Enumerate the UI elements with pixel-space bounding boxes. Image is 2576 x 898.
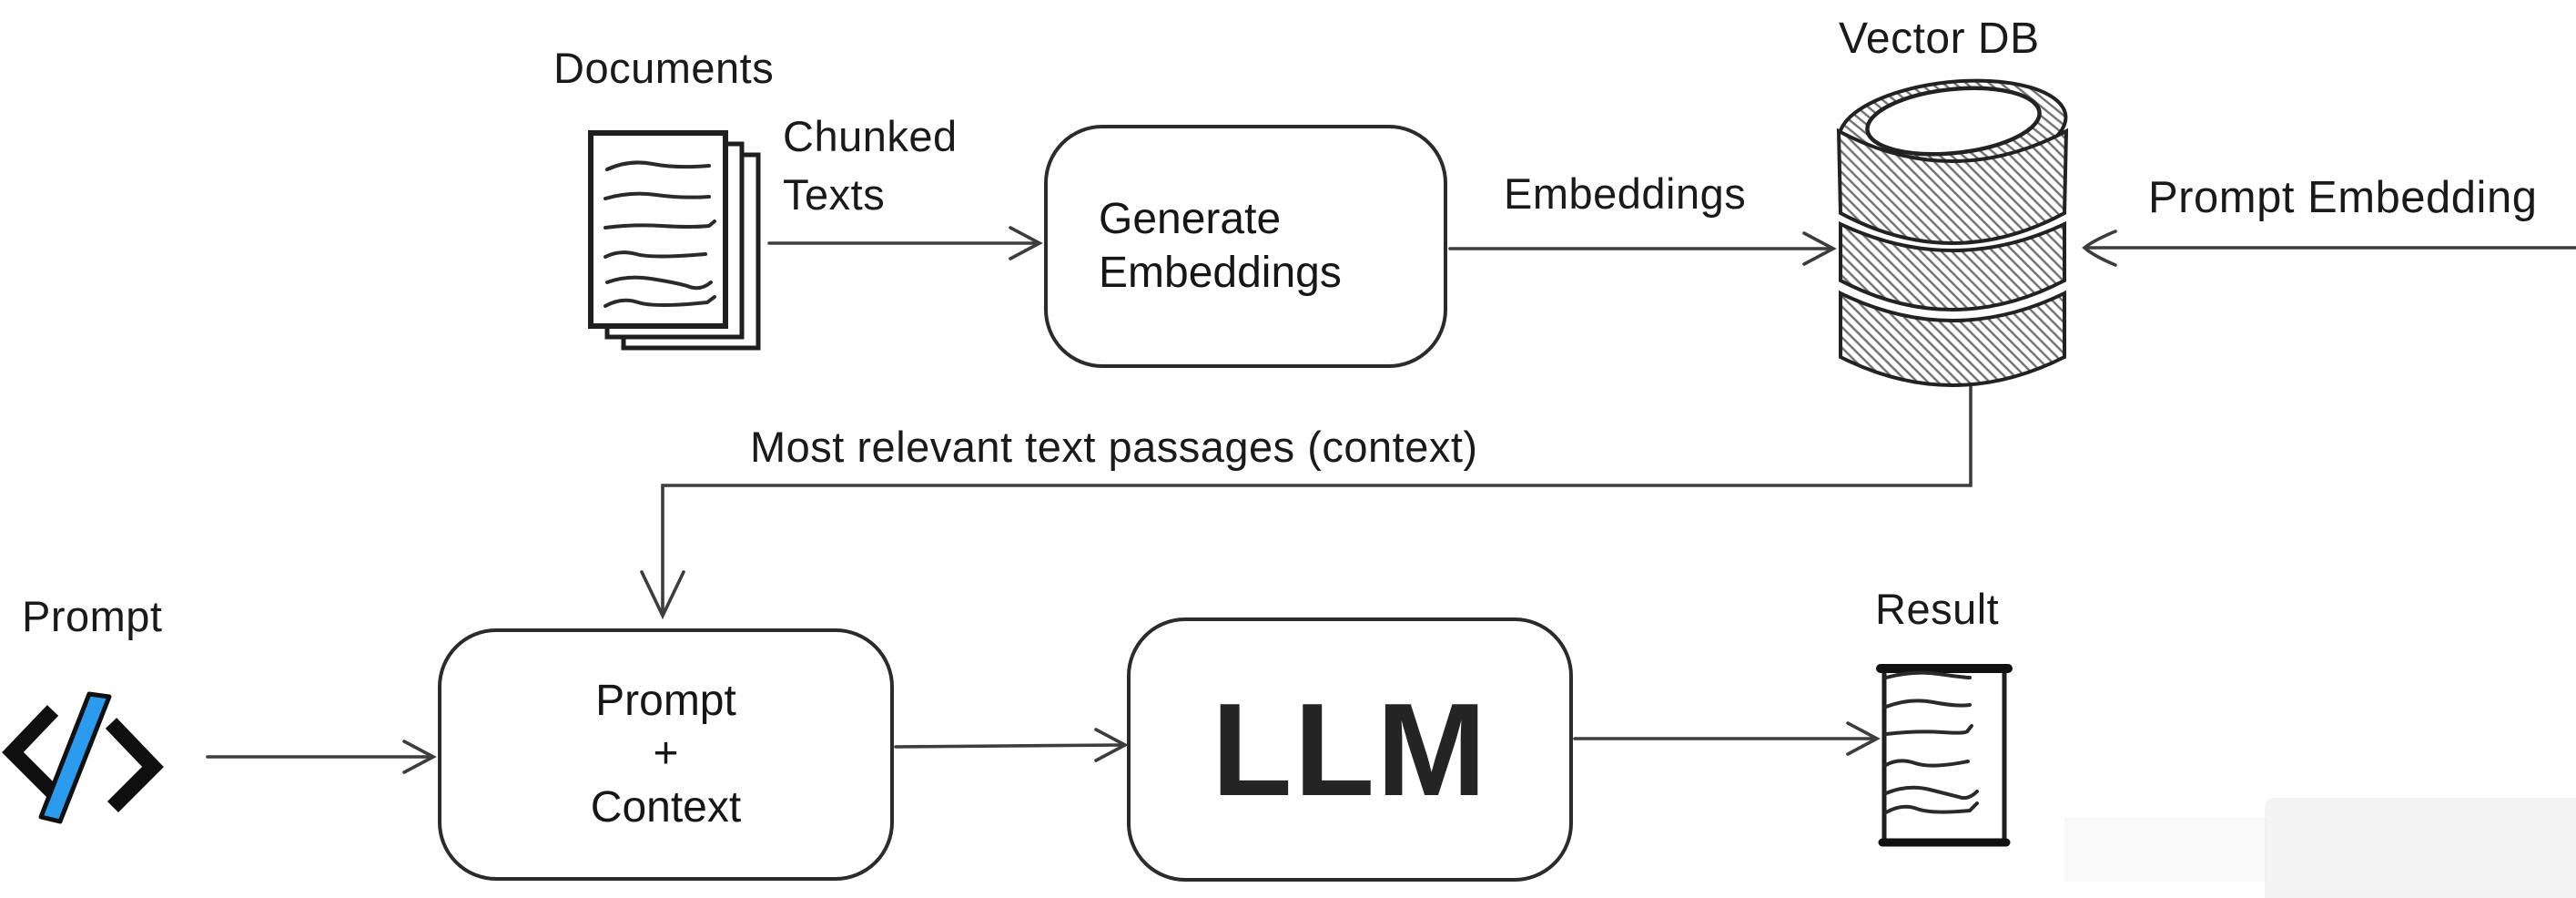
prompt-context-node: Prompt + Context <box>438 628 894 881</box>
arrow-embeddings <box>1448 231 1837 266</box>
connector-context <box>640 384 1973 620</box>
result-document-icon <box>1876 664 2013 847</box>
arrow-chunked-texts <box>767 226 1043 260</box>
generate-embeddings-node-label: Generate Embeddings <box>1099 194 1342 297</box>
prompt-embedding-label: Prompt Embedding <box>2148 173 2538 222</box>
llm-node-label: LLM <box>1212 675 1488 823</box>
chunked-texts-label: Chunked Texts <box>783 112 958 219</box>
prompt-context-node-label: Prompt + Context <box>590 676 742 832</box>
arrow-prompt-context-to-llm <box>894 728 1129 762</box>
result-label: Result <box>1875 585 2000 633</box>
prompt-label: Prompt <box>22 592 163 640</box>
arrow-llm-to-result <box>1573 721 1881 756</box>
documents-label: Documents <box>553 44 775 92</box>
documents-stack-icon <box>588 130 761 351</box>
arrow-prompt-embedding <box>2082 230 2576 267</box>
arrow-prompt <box>206 740 437 774</box>
code-brackets-icon <box>2 691 164 824</box>
database-cylinder-icon <box>1836 78 2069 387</box>
vector-db-label: Vector DB <box>1839 15 2040 63</box>
embeddings-label: Embeddings <box>1504 169 1747 218</box>
generate-embeddings-node: Generate Embeddings <box>1044 125 1447 368</box>
context-passages-label: Most relevant text passages (context) <box>750 423 1478 471</box>
llm-node: LLM <box>1127 617 1573 882</box>
